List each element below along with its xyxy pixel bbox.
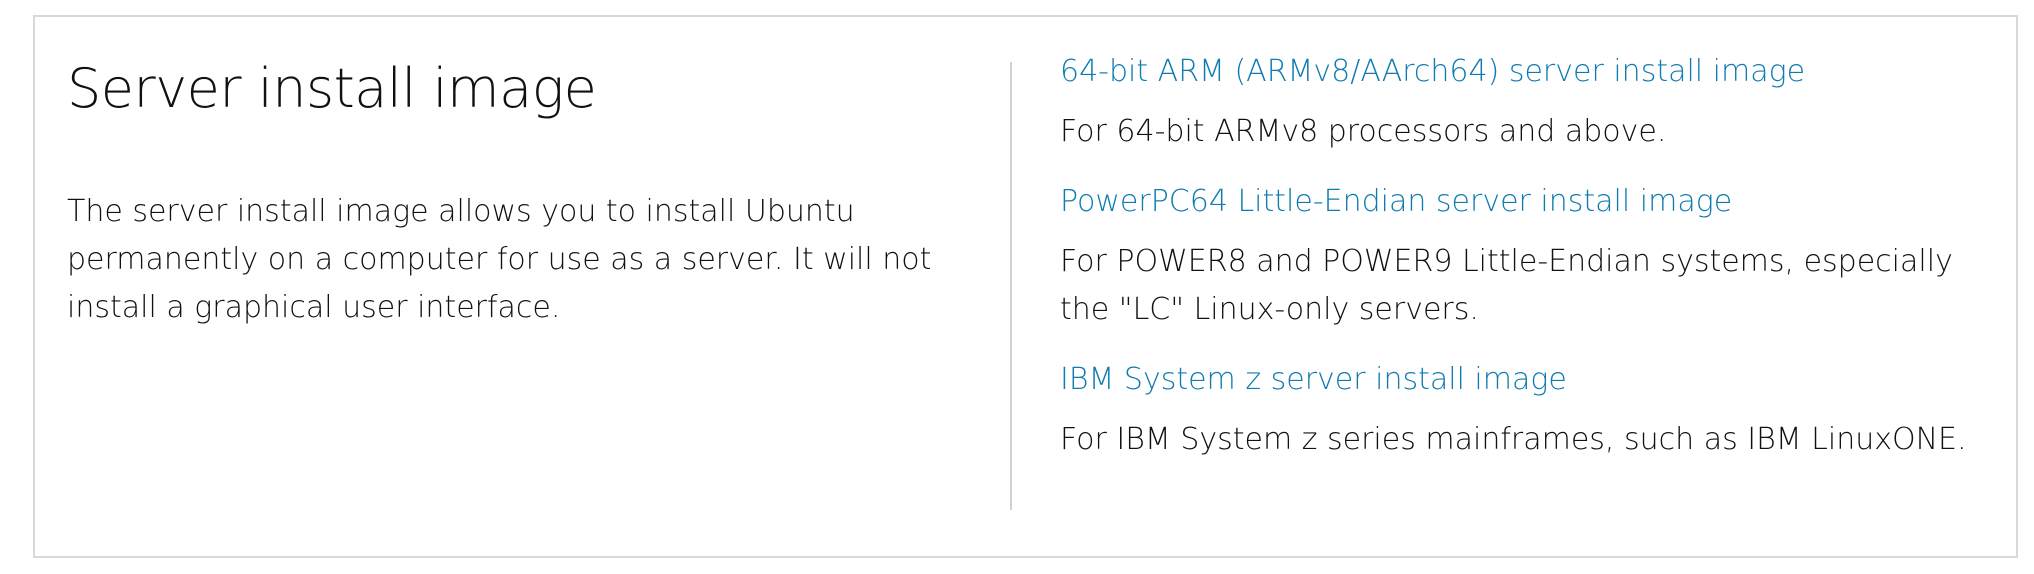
server-install-card: Server install image The server install …	[33, 15, 2018, 558]
download-option-s390x: IBM System z server install image For IB…	[1060, 359, 1990, 464]
column-divider	[1010, 62, 1012, 510]
section-description: The server install image allows you to i…	[67, 194, 932, 325]
ppc64el-install-image-link[interactable]: PowerPC64 Little-Endian server install i…	[1060, 184, 1733, 219]
section-title: Server install image	[67, 57, 597, 120]
download-options-list: 64-bit ARM (ARMv8/AArch64) server instal…	[1060, 51, 1990, 464]
ppc64el-description: For POWER8 and POWER9 Little-Endian syst…	[1060, 244, 1953, 327]
intro-column: Server install image The server install …	[67, 57, 947, 332]
download-option-ppc64el: PowerPC64 Little-Endian server install i…	[1060, 181, 1990, 334]
s390x-description: For IBM System z series mainframes, such…	[1060, 422, 1967, 457]
arm64-install-image-link[interactable]: 64-bit ARM (ARMv8/AArch64) server instal…	[1060, 54, 1806, 89]
arm64-description: For 64-bit ARMv8 processors and above.	[1060, 114, 1667, 149]
download-option-arm64: 64-bit ARM (ARMv8/AArch64) server instal…	[1060, 51, 1990, 156]
s390x-install-image-link[interactable]: IBM System z server install image	[1060, 362, 1567, 397]
